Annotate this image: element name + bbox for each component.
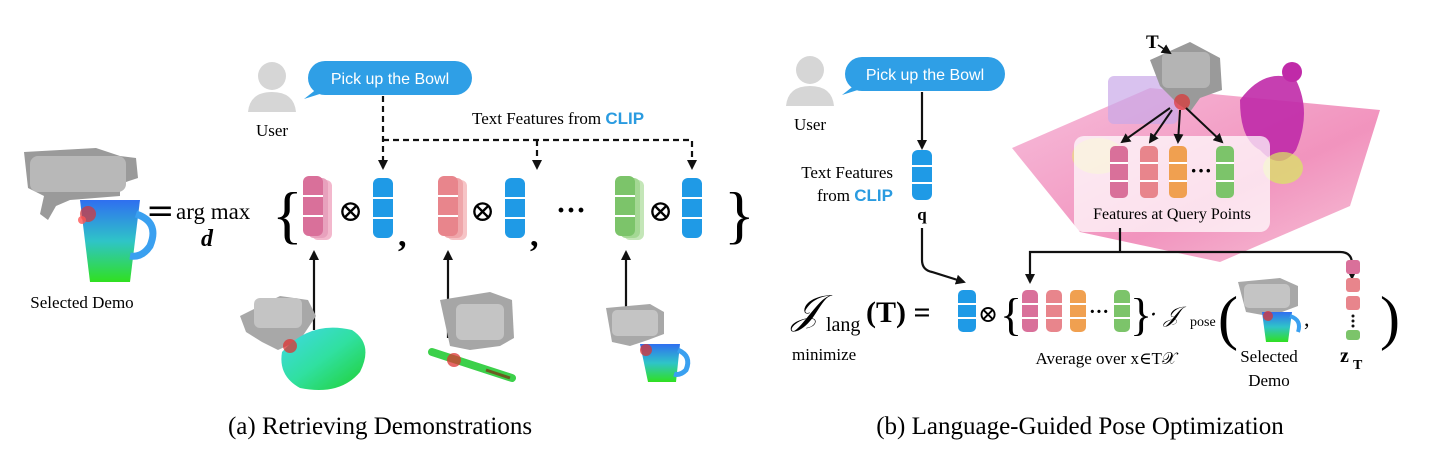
user-avatar-icon (248, 62, 296, 112)
speech-bubble-b: Pick up the Bowl (842, 57, 1005, 95)
otimes-1: ⊗ (338, 194, 363, 229)
caption-b: (b) Language-Guided Pose Optimization (876, 413, 1284, 440)
comma-b: , (1304, 306, 1310, 331)
user-avatar-icon-b (786, 56, 834, 106)
dot-j-pose: · 𝒥 (1150, 303, 1187, 328)
brace-close-b: } (1130, 289, 1152, 340)
scene-image (1012, 42, 1380, 262)
otimes-2: ⊗ (470, 194, 495, 229)
query-point-arrows (1120, 107, 1224, 144)
brace-close: } (724, 179, 755, 250)
z-subscript: T (1353, 358, 1363, 373)
demo-image-bowl (240, 296, 366, 390)
q-label: q (917, 205, 927, 224)
demo-image-brush (428, 292, 516, 382)
ellipsis: ··· (556, 194, 586, 227)
feature-stack-green (615, 176, 644, 240)
arrow-q-to-eq (920, 228, 966, 285)
average-over-label: Average over x∈T𝒳 (1035, 349, 1178, 368)
text-features-label-b: Text Features (801, 163, 893, 182)
feature-stack-pink (303, 176, 332, 240)
selected-demo-image-b (1238, 278, 1301, 342)
z-vector (1346, 260, 1360, 340)
text-feature-vector-3 (682, 178, 702, 238)
speech-text-b: Pick up the Bowl (866, 67, 984, 84)
paren-open: ( (1218, 285, 1238, 351)
comma-1: , (398, 217, 407, 254)
speech-bubble: Pick up the Bowl (304, 61, 472, 99)
brace-open: { (272, 179, 303, 250)
eq-ellipsis: ··· (1089, 301, 1109, 323)
j-lang-subscript: lang (826, 314, 860, 336)
otimes-3: ⊗ (648, 194, 673, 229)
selected-label: Selected (1240, 347, 1298, 366)
T-arrow (1157, 44, 1172, 55)
j-pose-subscript: pose (1190, 315, 1216, 330)
user-label-b: User (794, 115, 826, 134)
text-features-clip-label-b: from CLIP (817, 186, 893, 205)
q-vector (912, 150, 932, 200)
minimize-label: minimize (792, 345, 856, 364)
query-ellipsis: ··· (1190, 158, 1212, 183)
demo-image-mug (606, 304, 691, 382)
argmax-variable: d (201, 226, 214, 252)
text-features-clip-label: Text Features from CLIP (472, 109, 644, 128)
selected-demo-image (24, 148, 157, 282)
features-at-query-label: Features at Query Points (1093, 206, 1251, 223)
dashed-arrows (378, 96, 697, 170)
demo-label: Demo (1248, 371, 1290, 390)
argmax-text: arg max (176, 199, 251, 224)
text-feature-vector-1 (373, 178, 393, 238)
comma-2: , (530, 217, 539, 254)
q-vector-eq (958, 290, 976, 332)
selected-demo-label: Selected Demo (30, 293, 133, 312)
eq-feature-vectors (1022, 290, 1130, 332)
text-feature-vector-2 (505, 178, 525, 238)
equals-sign: = (146, 191, 175, 231)
query-feature-vectors (1110, 146, 1234, 198)
j-lang-argument: (T) = (866, 296, 931, 329)
feature-stack-salmon (438, 176, 467, 240)
panel-b: User Pick up the Bowl Text Features from… (786, 32, 1400, 440)
panel-a: User Pick up the Bowl Text Features from… (24, 61, 755, 440)
speech-text: Pick up the Bowl (331, 71, 449, 88)
otimes-b: ⊗ (978, 300, 998, 328)
paren-close: ) (1380, 285, 1400, 351)
z-label: z (1340, 345, 1349, 367)
brace-open-b: { (1000, 289, 1022, 340)
user-label: User (256, 121, 288, 140)
T-label: T (1146, 32, 1159, 53)
caption-a: (a) Retrieving Demonstrations (228, 413, 532, 440)
